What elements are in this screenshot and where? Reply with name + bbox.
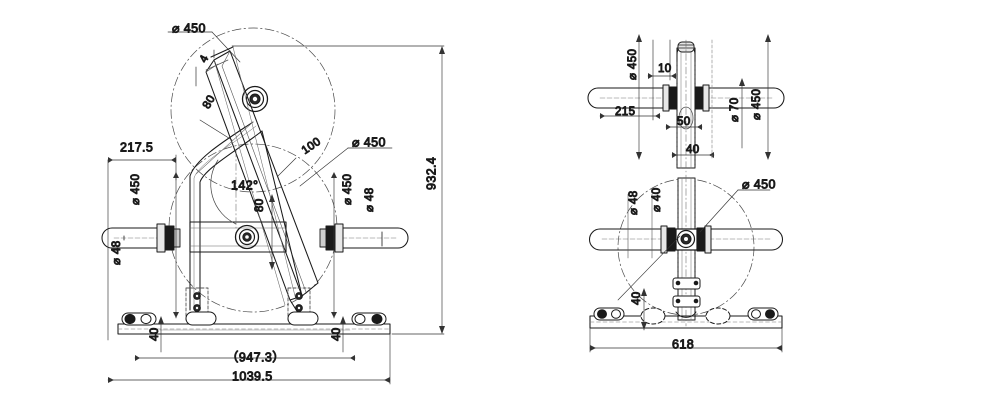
- label-angle-142: 142°: [231, 178, 258, 192]
- angle-arc-142: [210, 159, 237, 225]
- label-215: 215: [615, 106, 635, 118]
- label-dia-70: ⌀ 70: [729, 97, 741, 122]
- lower-center-hub: [675, 228, 698, 251]
- left-leg: [189, 121, 263, 311]
- side-view-lower-detail: ⌀ 450 ⌀ 48 ⌀ 40 40 618: [589, 174, 783, 353]
- label-618: 618: [672, 337, 694, 351]
- label-right-dia48: ⌀ 48: [364, 187, 376, 212]
- lower-base-plate: [589, 307, 783, 329]
- upper-hub: [241, 85, 269, 113]
- label-lower-dia48: ⌀ 48: [628, 190, 640, 215]
- left-foot-bracket: [185, 287, 209, 321]
- front-elevation-view: ⌀ 450 4 80 ⌀ 450 100 142° 80 217.5 ⌀ 450…: [101, 21, 445, 385]
- left-axle-bar: [101, 223, 181, 253]
- label-col-50: 50: [677, 116, 691, 128]
- leader-arc-80: [199, 119, 233, 141]
- tick-4: [195, 49, 215, 87]
- upper-mast: [676, 39, 696, 173]
- center-hub: [234, 224, 260, 250]
- label-lower-dia40: ⌀ 40: [651, 187, 663, 212]
- dimension-lines: [107, 45, 445, 385]
- label-side-top-left-dia450: ⌀ 450: [627, 49, 639, 80]
- base-plate: [117, 311, 391, 335]
- label-foot-left-40: 40: [149, 327, 161, 341]
- label-height-932-4: 932.4: [424, 157, 438, 190]
- label-col-40: 40: [686, 144, 700, 156]
- upper-wheel-circle: [170, 27, 336, 193]
- label-foot-right-40: 40: [331, 327, 343, 341]
- right-axle-bar: [319, 223, 409, 253]
- label-gap-10: 10: [658, 63, 672, 75]
- label-offset-80: 80: [254, 198, 266, 212]
- label-947-3: （947.3）: [226, 350, 285, 364]
- side-bottom-dimensions: [589, 189, 783, 353]
- leader-mid-dia450: [299, 147, 393, 187]
- cross-bar-body: [189, 221, 287, 253]
- label-217-5: 217.5: [120, 140, 153, 154]
- label-side-top-right-dia450: ⌀ 450: [751, 89, 763, 120]
- label-lower-dia450: ⌀ 450: [742, 177, 776, 191]
- leader-top-dia450: [167, 31, 241, 63]
- upper-cross-bar: [587, 84, 785, 112]
- label-top-dia450: ⌀ 450: [172, 21, 206, 35]
- label-left-dia450: ⌀ 450: [130, 174, 142, 205]
- label-lower-foot-40: 40: [631, 291, 643, 305]
- leader-100: [277, 157, 297, 177]
- side-top-dimensions: [599, 34, 771, 160]
- label-mid-dia450: ⌀ 450: [352, 135, 386, 149]
- label-1039-5: 1039.5: [232, 369, 273, 383]
- label-right-dia450: ⌀ 450: [342, 174, 354, 205]
- lower-cross-bar: [589, 225, 783, 254]
- label-left-dia48: ⌀ 48: [111, 240, 123, 265]
- side-view-upper-detail: ⌀ 450 10 215 50 40 ⌀ 70 ⌀ 450: [587, 34, 785, 173]
